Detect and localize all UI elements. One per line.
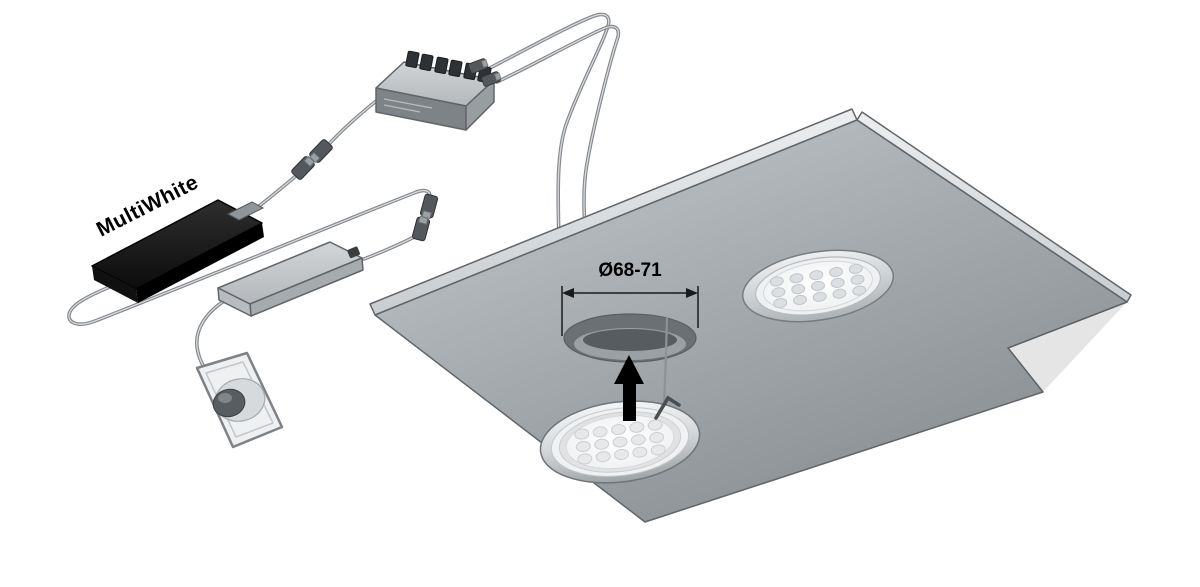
led-driver <box>217 241 364 317</box>
controller-front <box>136 223 264 303</box>
dimension-arrowhead-right <box>686 288 698 298</box>
controller-connector <box>226 201 265 221</box>
panel-face <box>374 119 1128 523</box>
diameter-dimension: Ø68-71 <box>561 260 699 336</box>
installed-downlight-leds <box>769 263 867 309</box>
dimension-arrowhead-left <box>562 288 574 298</box>
hole-diameter-label: Ø68-71 <box>598 260 662 281</box>
distribution-box <box>375 50 503 131</box>
distribution-box-side <box>465 79 495 131</box>
panel-notch-shadow <box>1008 302 1127 392</box>
inline-connector-pair-right <box>411 193 439 242</box>
mounting-hole <box>563 313 697 363</box>
inline-connector-pair-left <box>290 138 334 181</box>
cable-distributor-to-downlight-1 <box>484 12 611 244</box>
driver-end <box>217 287 252 317</box>
mounting-panel <box>369 108 1132 523</box>
spring-clip <box>654 395 681 420</box>
power-plug <box>195 351 284 449</box>
insertion-arrow <box>614 355 644 421</box>
driver-output-terminal <box>347 246 360 259</box>
controller-end <box>92 266 138 303</box>
plug-highlight <box>218 393 232 403</box>
recessed-downlight-leds <box>574 419 666 465</box>
